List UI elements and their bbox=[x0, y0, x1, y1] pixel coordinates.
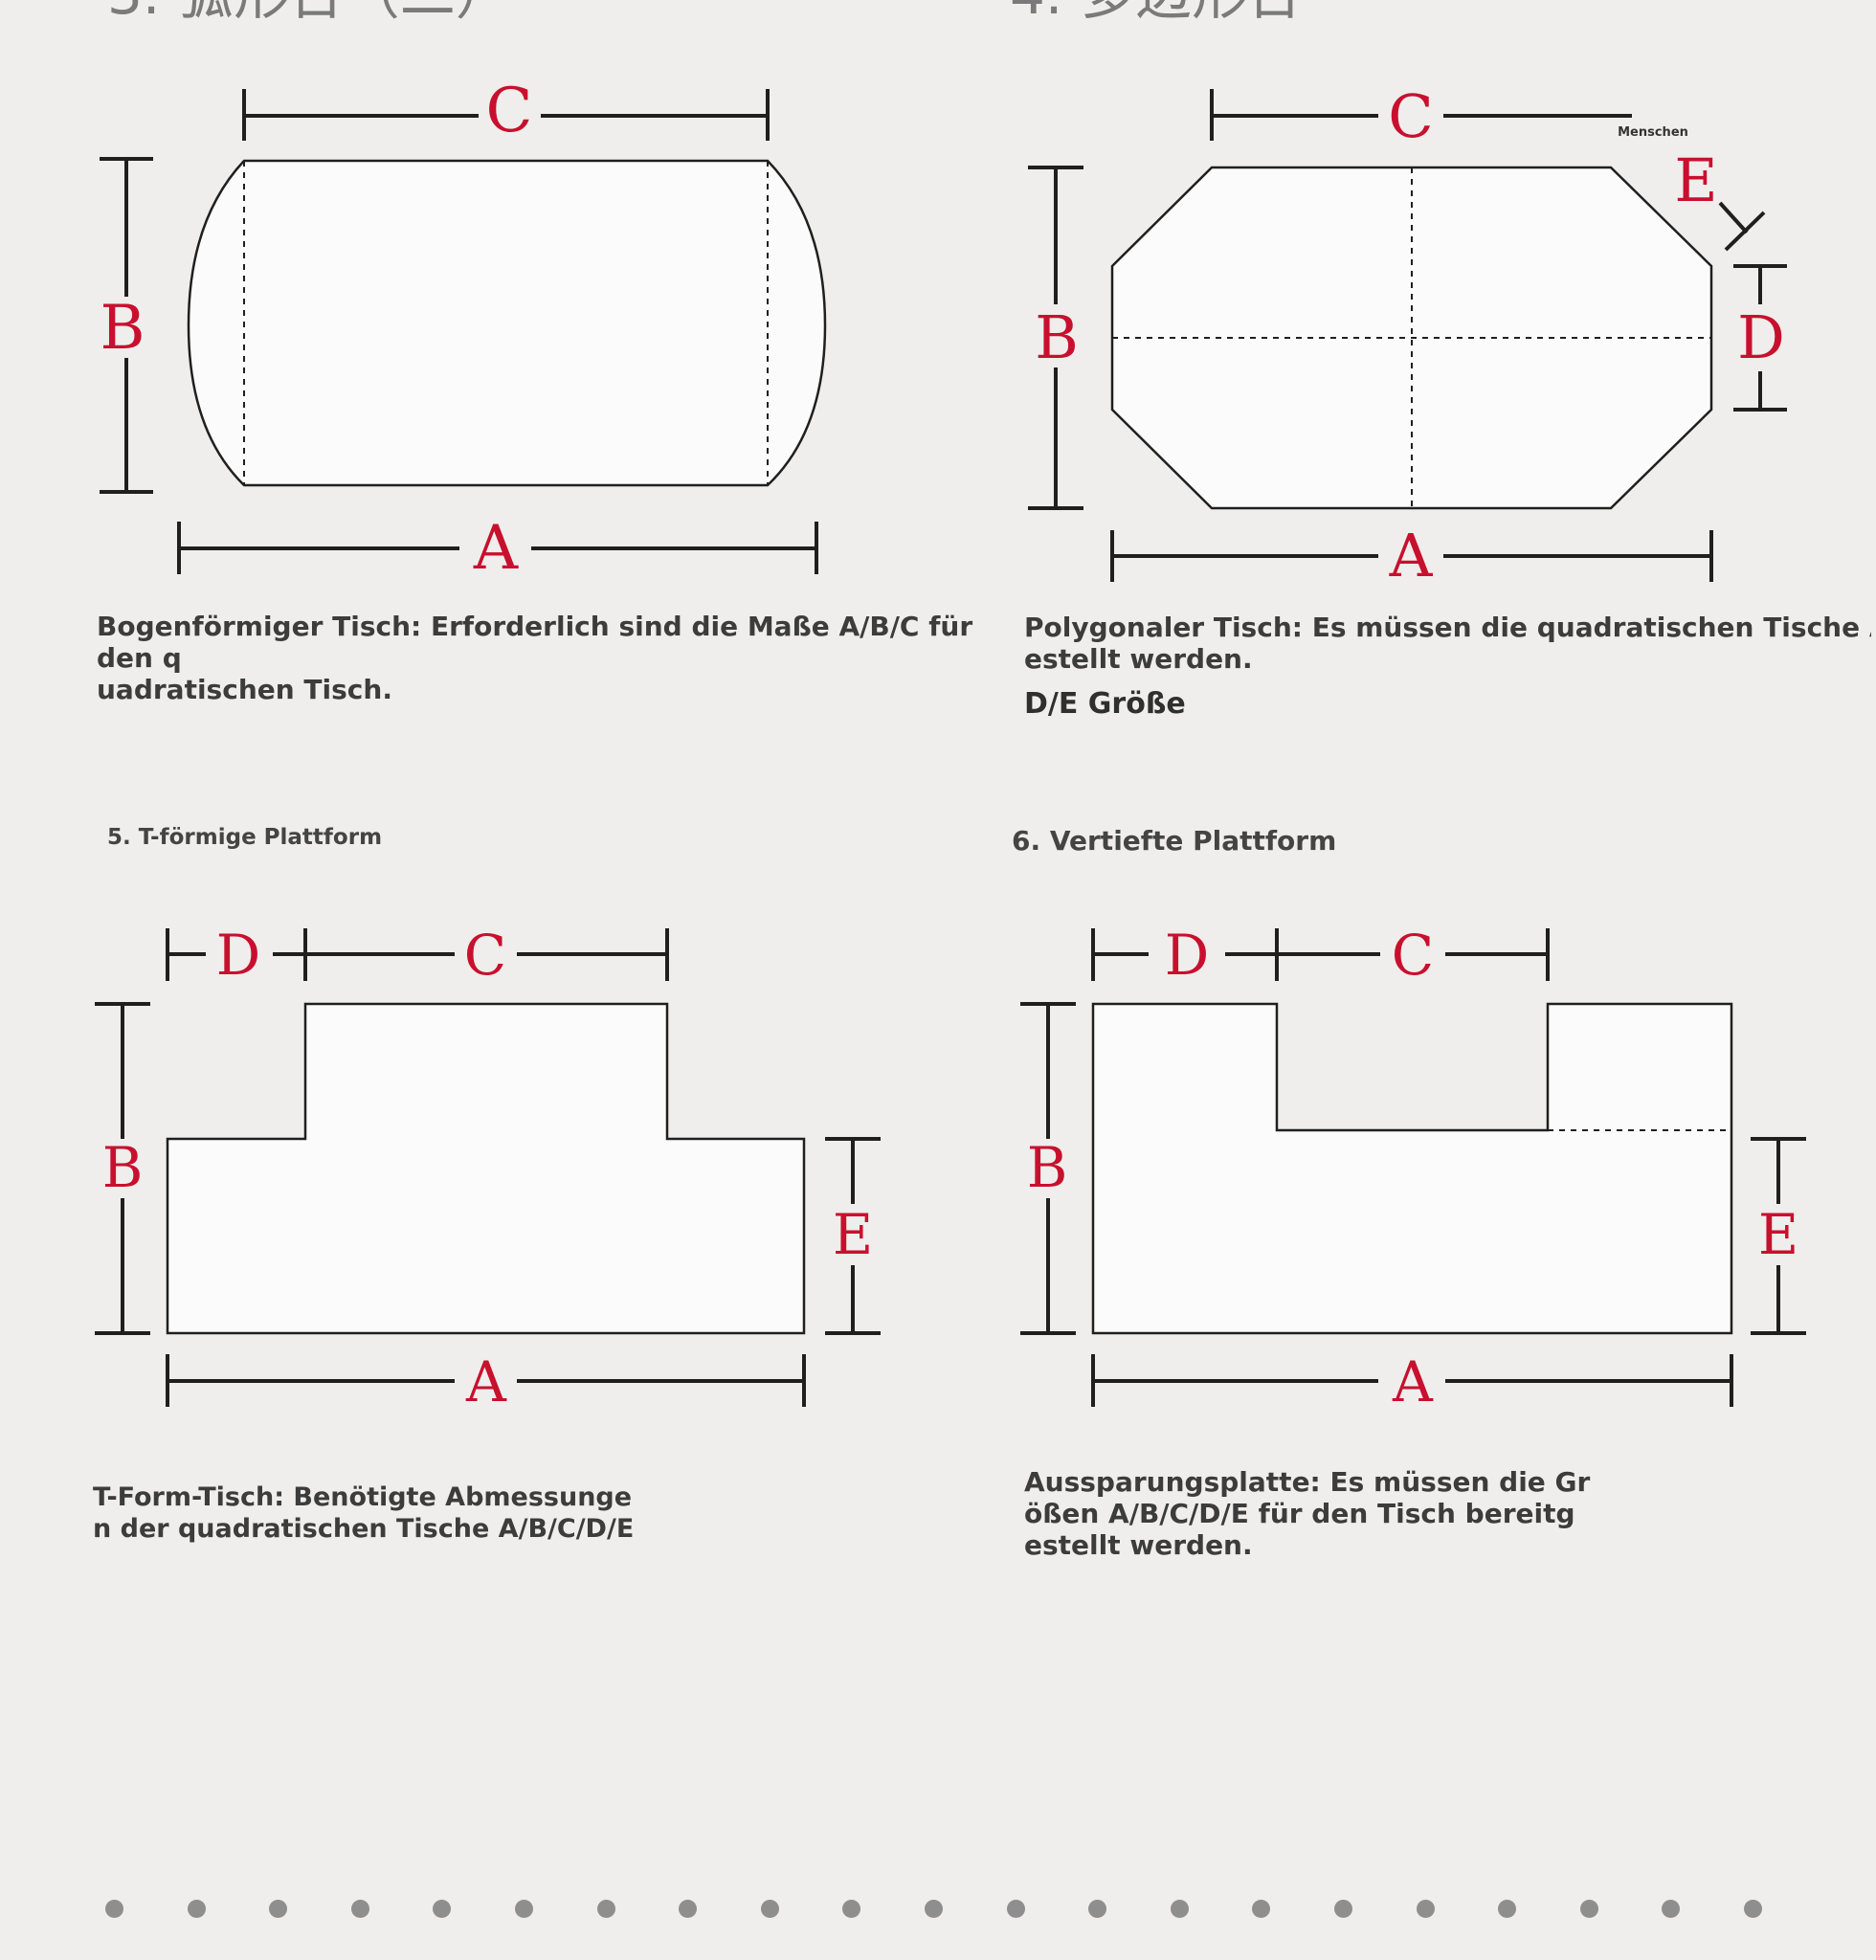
label-b5: B bbox=[102, 1135, 144, 1200]
pagination-dot[interactable] bbox=[105, 1900, 123, 1918]
section-3-title-cut: 3. 弧形台（二） bbox=[107, 0, 511, 27]
section-6-caption-line-1: Aussparungsplatte: Es müssen die Gr bbox=[1024, 1466, 1591, 1498]
label-a: A bbox=[473, 513, 519, 584]
watermark-text: Menschen bbox=[1618, 125, 1688, 140]
label-e5: E bbox=[833, 1202, 873, 1267]
pagination-dot[interactable] bbox=[1579, 1900, 1598, 1918]
pagination-dot[interactable] bbox=[679, 1900, 698, 1918]
pagination-dot[interactable] bbox=[433, 1900, 452, 1918]
pagination-dot[interactable] bbox=[1498, 1900, 1517, 1918]
section-3-caption-line-1: Bogenförmiger Tisch: Erforderlich sind d… bbox=[97, 611, 973, 674]
pagination-dot[interactable] bbox=[1416, 1900, 1435, 1918]
t-table-diagram bbox=[95, 928, 881, 1407]
section-5-caption: T-Form-Tisch: Benötigte Abmessunge n der… bbox=[93, 1481, 763, 1545]
pagination-dot[interactable] bbox=[1252, 1900, 1271, 1918]
label-a6: A bbox=[1392, 1349, 1434, 1414]
dim-e2-diagonal bbox=[1718, 201, 1749, 234]
pagination-dot[interactable] bbox=[1662, 1900, 1681, 1918]
label-c6: C bbox=[1392, 923, 1434, 988]
pagination-dot[interactable] bbox=[269, 1900, 288, 1918]
section-4-title-cut: 4. 多边形台 bbox=[1010, 0, 1303, 27]
section-6-caption-line-3: estellt werden. bbox=[1024, 1529, 1253, 1561]
label-c: C bbox=[486, 76, 533, 146]
section-3-caption-line-2: uadratischen Tisch. bbox=[97, 674, 392, 705]
section-3-caption: Bogenförmiger Tisch: Erforderlich sind d… bbox=[97, 611, 996, 705]
pagination-dot[interactable] bbox=[515, 1900, 533, 1918]
section-6-caption-line-2: ößen A/B/C/D/E für den Tisch bereitg bbox=[1024, 1498, 1575, 1529]
section-6-caption: Aussparungsplatte: Es müssen die Gr ößen… bbox=[1024, 1466, 1637, 1561]
pagination-dot[interactable] bbox=[1006, 1900, 1025, 1918]
arc-table-shape bbox=[187, 159, 827, 487]
label-b2: B bbox=[1035, 302, 1079, 372]
label-b6: B bbox=[1027, 1135, 1068, 1200]
pagination-dot[interactable] bbox=[350, 1900, 369, 1918]
label-e2: E bbox=[1674, 145, 1717, 215]
pagination-dot[interactable] bbox=[1334, 1900, 1352, 1918]
section-5-title: 5. T-förmige Plattform bbox=[107, 825, 383, 850]
pagination-dot[interactable] bbox=[1170, 1900, 1189, 1918]
pagination-dot[interactable] bbox=[842, 1900, 861, 1918]
label-d5: D bbox=[216, 923, 261, 988]
recess-table-shape bbox=[1091, 1002, 1733, 1335]
label-d2: D bbox=[1737, 302, 1785, 372]
polygon-table-diagram bbox=[1028, 89, 1787, 582]
pagination-dot[interactable] bbox=[1088, 1900, 1107, 1918]
pagination-dot[interactable] bbox=[187, 1900, 206, 1918]
section-5-caption-line-2: n der quadratischen Tische A/B/C/D/E bbox=[93, 1514, 635, 1544]
arc-table-diagram bbox=[100, 89, 827, 574]
recess-table-diagram bbox=[1020, 928, 1806, 1407]
label-c5: C bbox=[464, 923, 506, 988]
label-a2: A bbox=[1389, 521, 1434, 590]
label-b: B bbox=[100, 293, 145, 364]
section-5-caption-line-1: T-Form-Tisch: Benötigte Abmessunge bbox=[93, 1482, 633, 1512]
pagination-dot[interactable] bbox=[760, 1900, 779, 1918]
pagination-dot[interactable] bbox=[925, 1900, 943, 1918]
label-e6: E bbox=[1758, 1202, 1798, 1267]
label-c2: C bbox=[1388, 81, 1433, 151]
pagination-dots bbox=[0, 1900, 1876, 1928]
label-d6: D bbox=[1165, 923, 1210, 988]
section-6-title: 6. Vertiefte Plattform bbox=[1012, 825, 1337, 857]
dim-e2-tick bbox=[1724, 211, 1766, 252]
section-4-caption-line-1: Polygonaler Tisch: Es müssen die quadrat… bbox=[1024, 612, 1871, 643]
pagination-dot[interactable] bbox=[1744, 1900, 1762, 1918]
section-4-extra: D/E Größe bbox=[1024, 687, 1186, 721]
pagination-dot[interactable] bbox=[596, 1900, 615, 1918]
label-a5: A bbox=[465, 1349, 507, 1414]
section-4-caption: Polygonaler Tisch: Es müssen die quadrat… bbox=[1024, 612, 1871, 675]
t-table-shape bbox=[166, 1002, 806, 1335]
section-4-caption-line-2: estellt werden. bbox=[1024, 643, 1253, 675]
